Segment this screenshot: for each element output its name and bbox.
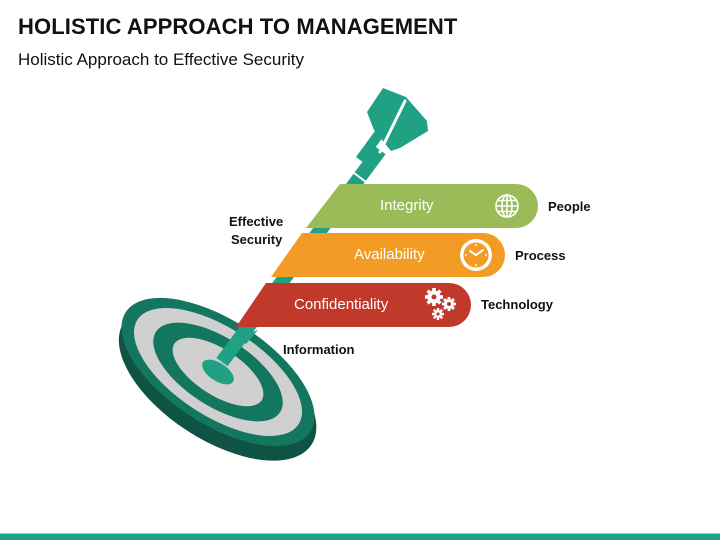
bar-integrity <box>306 184 538 228</box>
target-board-icon <box>118 297 317 461</box>
clock-icon <box>460 239 492 271</box>
bar-confidentiality <box>236 283 471 327</box>
bar-label-availability: Availability <box>354 246 425 263</box>
center-label-line-2: Security <box>231 232 283 247</box>
footer-bar <box>0 534 720 540</box>
globe-icon <box>495 194 519 218</box>
gears-icon <box>425 288 456 320</box>
bar-availability <box>271 233 505 277</box>
page-title: HOLISTIC APPROACH TO MANAGEMENT <box>18 14 458 39</box>
side-label-people: People <box>548 199 591 214</box>
side-label-technology: Technology <box>481 297 553 312</box>
bar-label-integrity: Integrity <box>380 197 434 214</box>
side-label-process: Process <box>515 248 566 263</box>
page-subtitle: Holistic Approach to Effective Security <box>18 50 304 69</box>
bar-label-confidentiality: Confidentiality <box>294 296 389 313</box>
center-label-line-1: Effective <box>229 214 284 229</box>
target-label: Information <box>283 342 355 357</box>
footer-divider <box>0 533 720 534</box>
center-label: Effective Security <box>229 213 283 249</box>
